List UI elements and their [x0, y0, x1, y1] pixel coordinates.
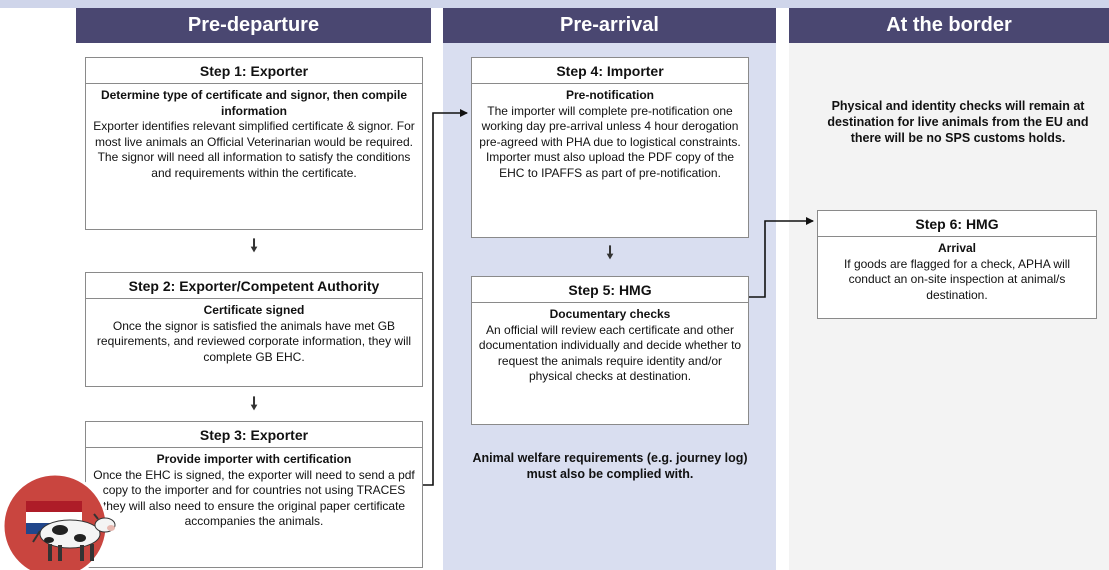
border-checks-note: Physical and identity checks will remain… [827, 99, 1089, 145]
cow-icon [32, 513, 116, 561]
step-1-description: Exporter identifies relevant simplified … [93, 119, 415, 180]
step-4-box: Step 4: Importer Pre-notification The im… [471, 57, 749, 238]
connector-step3-to-step4 [423, 109, 468, 486]
step-2-box: Step 2: Exporter/Competent Authority Cer… [85, 272, 423, 387]
step-5-subtitle: Documentary checks [549, 307, 671, 321]
step-2-description: Once the signor is satisfied the animals… [96, 318, 412, 364]
step-4-description: The importer will complete pre-notificat… [479, 103, 741, 180]
step-6-title: Step 6: HMG [818, 211, 1096, 237]
step-2-subtitle: Certificate signed [203, 303, 305, 317]
step-3-box: Step 3: Exporter Provide importer with c… [85, 421, 423, 568]
down-arrow-icon: 🠗 [250, 394, 258, 413]
step-3-title: Step 3: Exporter [86, 422, 422, 448]
step-1-title: Step 1: Exporter [86, 58, 422, 84]
step-5-title: Step 5: HMG [472, 277, 748, 303]
step-5-description: An official will review each certificate… [478, 322, 742, 384]
animal-welfare-note: Animal welfare requirements (e.g. journe… [472, 451, 748, 481]
down-arrow-icon: 🠗 [606, 243, 614, 262]
down-arrow-icon: 🠗 [250, 236, 258, 255]
step-5-box: Step 5: HMG Documentary checks An offici… [471, 276, 749, 425]
step-4-title: Step 4: Importer [472, 58, 748, 84]
step-1-subtitle: Determine type of certificate and signor… [100, 88, 408, 118]
step-1-box: Step 1: Exporter Determine type of certi… [85, 57, 423, 230]
step-3-description: Once the EHC is signed, the exporter wil… [93, 467, 415, 529]
cow-flag-badge [1, 472, 116, 570]
step-6-subtitle: Arrival [937, 241, 977, 255]
step-3-subtitle: Provide importer with certification [156, 452, 352, 466]
pre-arrival-header: Pre-arrival [443, 8, 776, 43]
step-2-title: Step 2: Exporter/Competent Authority [86, 273, 422, 299]
at-the-border-header: At the border [789, 8, 1109, 43]
step-6-box: Step 6: HMG Arrival If goods are flagged… [817, 210, 1097, 319]
pre-departure-header: Pre-departure [76, 8, 431, 43]
top-banner-strip [0, 0, 1109, 8]
connector-step5-to-step6 [749, 217, 814, 298]
step-4-subtitle: Pre-notification [565, 88, 654, 102]
step-6-description: If goods are flagged for a check, APHA w… [843, 256, 1071, 302]
